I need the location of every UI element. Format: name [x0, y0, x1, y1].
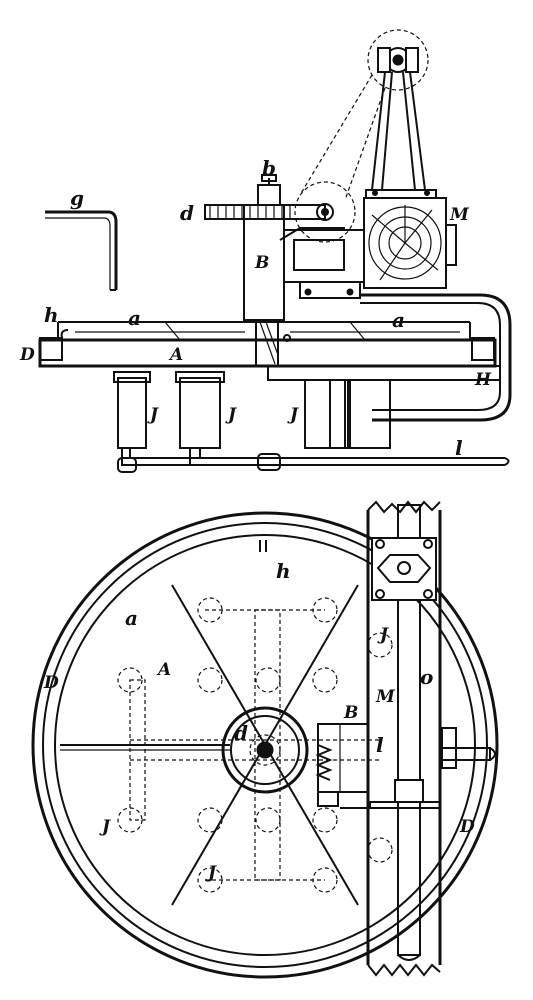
pipe-l — [117, 448, 510, 473]
bent-rod-g — [45, 210, 118, 290]
outer-rim-D — [31, 511, 499, 979]
label-M-top: M — [449, 205, 470, 225]
label-B-bottom: B — [343, 703, 358, 723]
hidden-pipe-network — [117, 597, 393, 893]
plate-H — [267, 365, 501, 381]
label-B-top: B — [254, 253, 269, 273]
label-D-bottom-right: D — [459, 817, 475, 837]
spring-box-B — [315, 723, 369, 807]
label-g: g — [70, 186, 84, 210]
label-J-top-2: J — [225, 405, 237, 425]
label-H: H — [474, 370, 492, 390]
label-o: o — [420, 665, 433, 689]
label-D-bottom-left: D — [43, 673, 59, 693]
label-J-bottom-right: J — [377, 625, 389, 645]
notch-h — [259, 540, 267, 552]
label-a-right-top: a — [392, 308, 405, 332]
figure-labels: g b d M B h a a D A H J J J l h a D A J … — [19, 156, 492, 883]
label-a-left-top: a — [128, 306, 141, 330]
label-d-top: d — [180, 201, 194, 225]
label-D-top: D — [19, 345, 35, 365]
label-l-bottom: l — [376, 733, 384, 757]
beam-M — [340, 500, 442, 977]
central-hub-d — [221, 706, 309, 794]
label-A-bottom: A — [156, 660, 171, 680]
label-h-top: h — [44, 303, 59, 327]
label-J-bottom-center: J — [205, 863, 217, 883]
plan-view-figure — [31, 500, 499, 979]
label-J-top-1: J — [147, 405, 159, 425]
return-pipe — [360, 293, 512, 422]
worm-gear-d — [204, 181, 356, 243]
label-A-top: A — [168, 345, 183, 365]
label-h-bottom: h — [276, 559, 291, 583]
label-M-bottom: M — [375, 687, 396, 707]
side-elevation-figure — [38, 29, 512, 473]
label-b: b — [262, 156, 276, 180]
lever-l — [439, 727, 496, 769]
label-a-bottom: a — [125, 606, 138, 630]
tank-pan — [38, 319, 497, 368]
label-J-bottom-left: J — [99, 817, 111, 837]
label-d-bottom: d — [234, 721, 248, 745]
spokes — [60, 584, 359, 906]
block-M — [363, 197, 457, 289]
label-l-top: l — [455, 436, 463, 460]
a-frame-support — [365, 71, 437, 199]
upper-pulley — [367, 29, 429, 91]
label-J-top-3: J — [287, 405, 299, 425]
